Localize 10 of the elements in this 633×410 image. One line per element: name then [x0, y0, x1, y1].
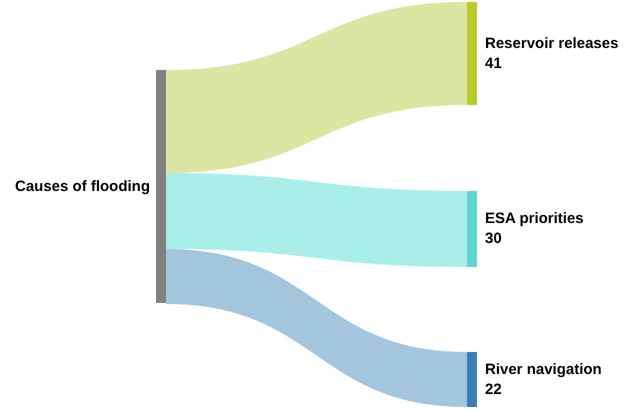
- flow-ribbon: [166, 2, 467, 173]
- flow-ribbon: [166, 249, 467, 407]
- value-label: 22: [485, 380, 502, 400]
- value-label: 41: [485, 54, 502, 74]
- node-label: ESA priorities: [485, 209, 584, 229]
- node-label: Reservoir releases: [485, 34, 618, 54]
- value-label: 30: [485, 229, 502, 249]
- flow-ribbon: [166, 173, 467, 267]
- node-label: Causes of flooding: [15, 176, 150, 196]
- node-label: River navigation: [485, 360, 602, 380]
